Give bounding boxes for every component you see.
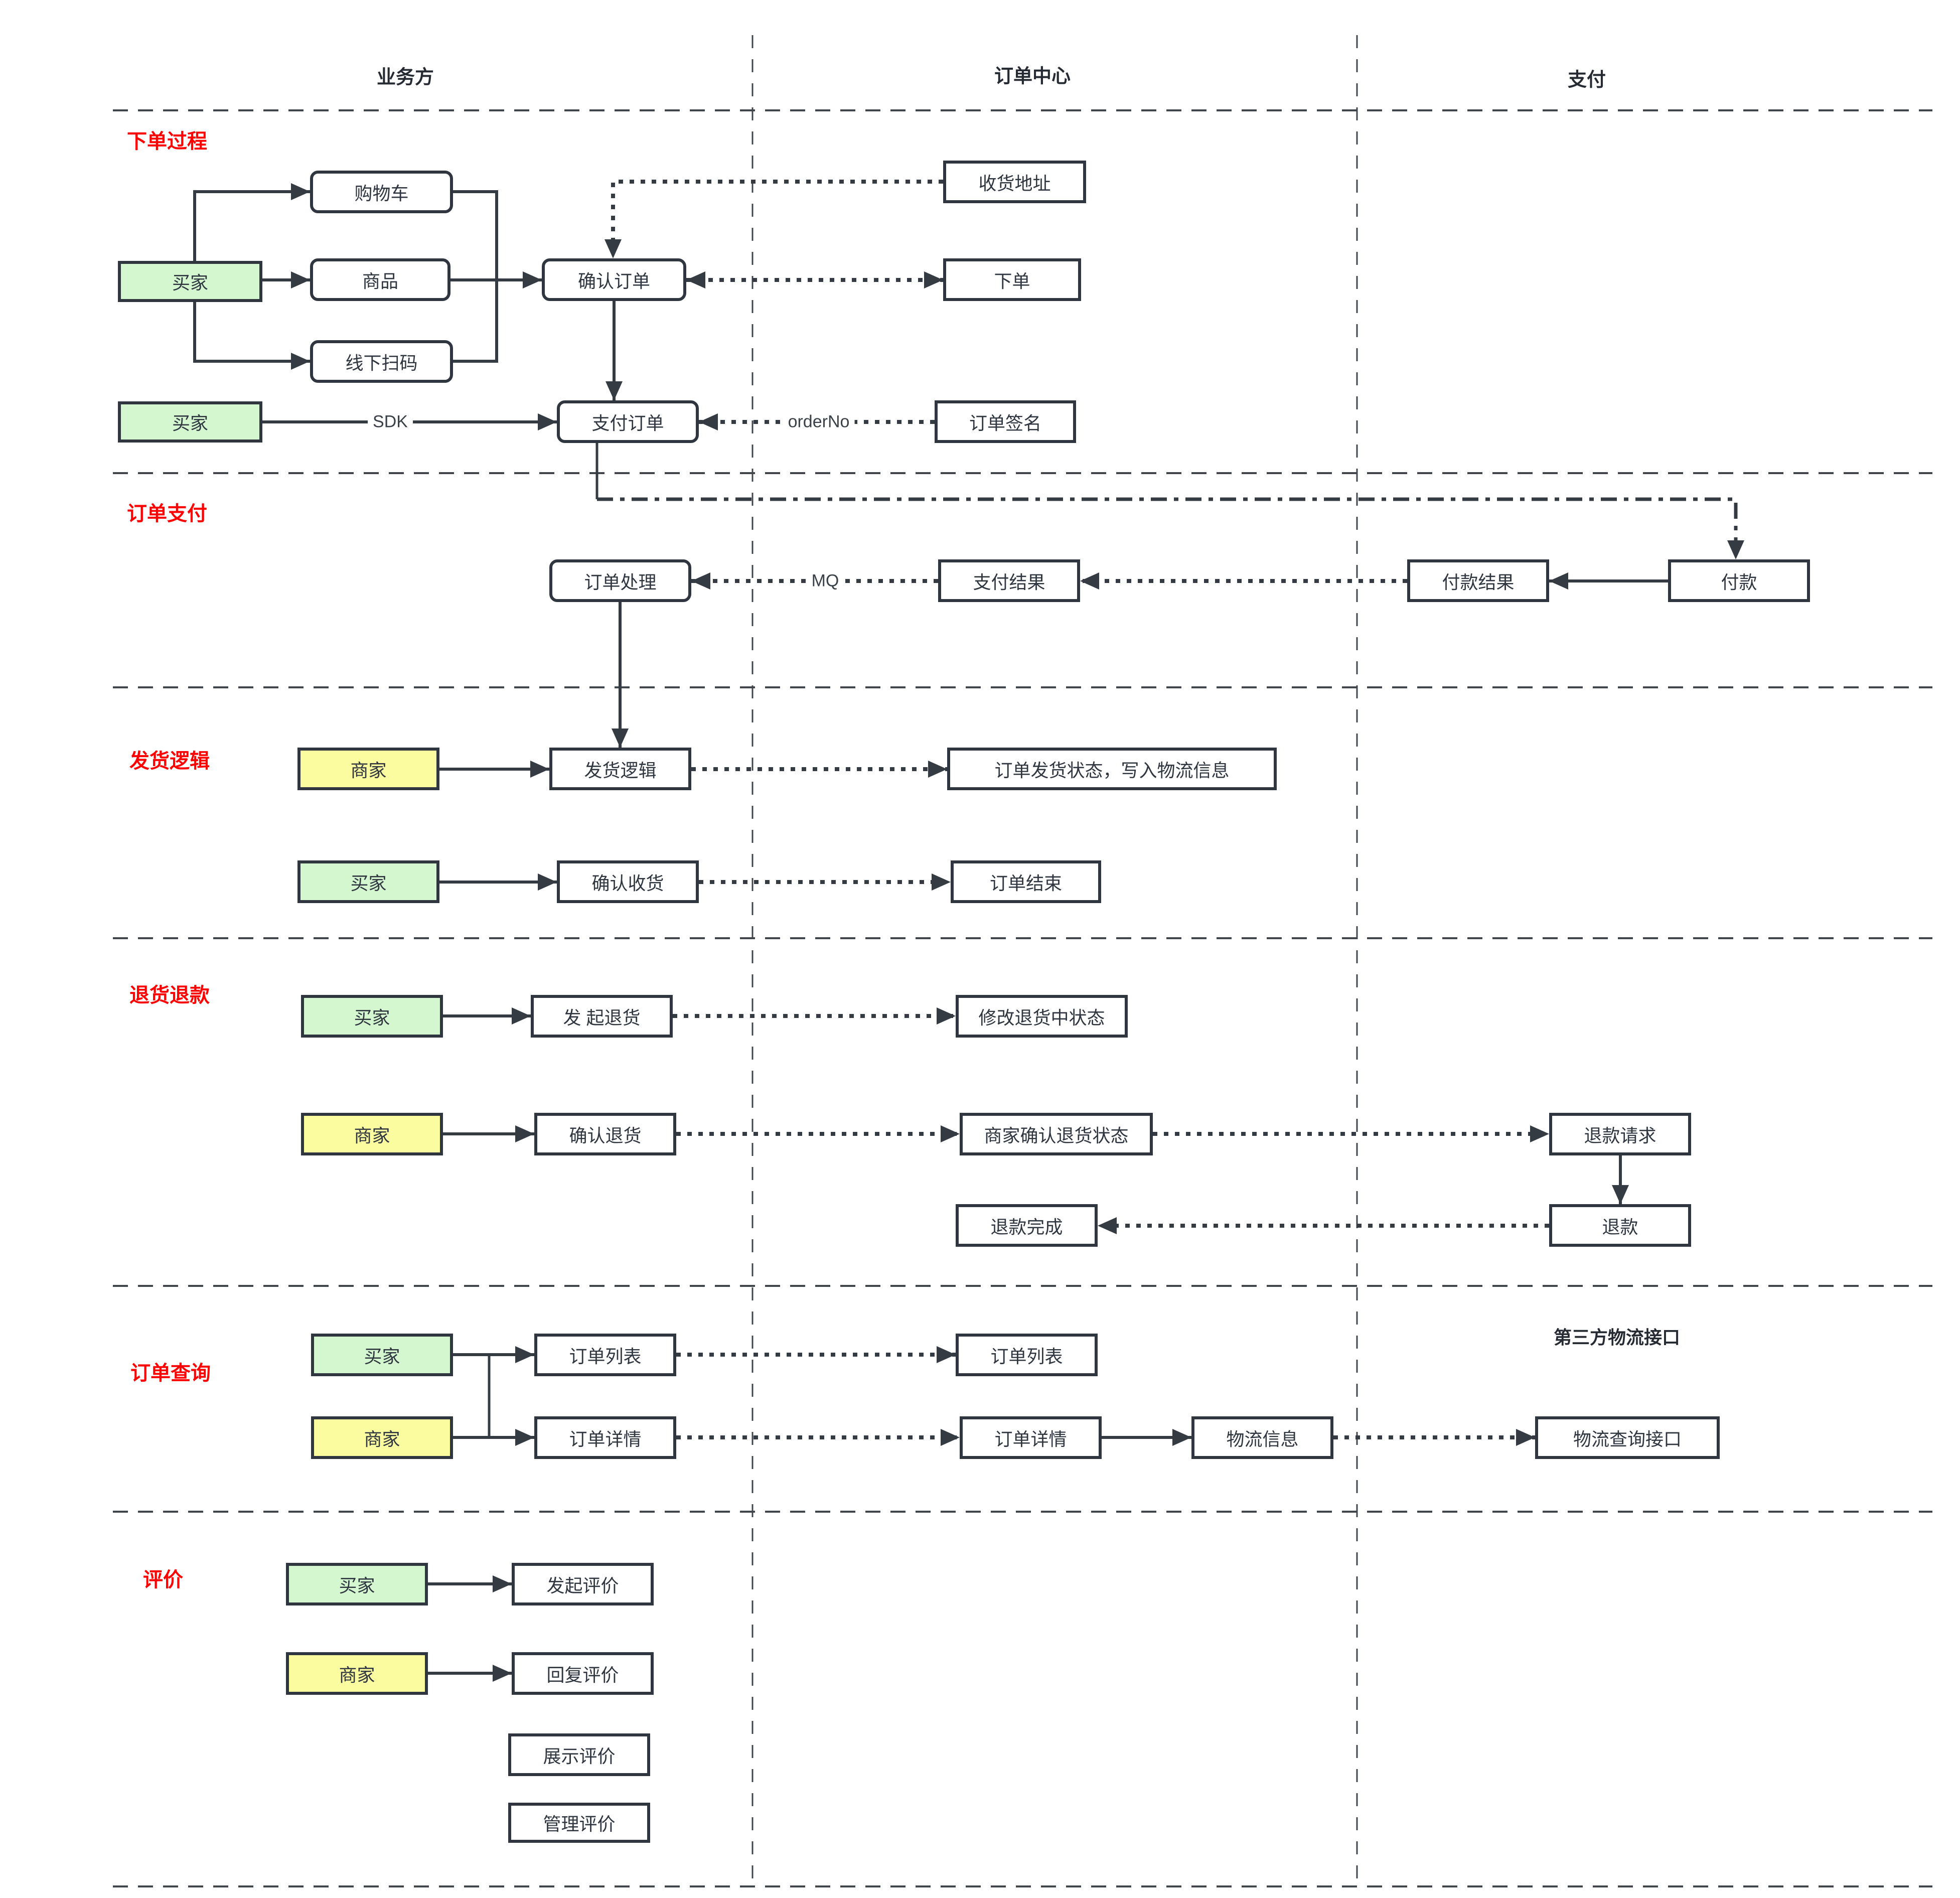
edge-buyer-to-offline-scan (193, 301, 310, 370)
node-buyer-query[interactable]: 买家 (311, 1334, 453, 1376)
node-place-order[interactable]: 下单 (943, 258, 1081, 301)
node-ship-logic[interactable]: 发货逻辑 (549, 748, 691, 790)
edge-label-sdk: SDK (368, 412, 413, 432)
node-buyer-shipping[interactable]: 买家 (297, 860, 439, 903)
node-merchant-review[interactable]: 商家 (286, 1652, 428, 1695)
node-ship-status[interactable]: 订单发货状态，写入物流信息 (947, 748, 1277, 790)
node-pay-result[interactable]: 付款结果 (1407, 559, 1549, 602)
node-buyer-2[interactable]: 买家 (118, 401, 262, 443)
edge-label-orderno: orderNo (783, 412, 855, 432)
node-goods[interactable]: 商品 (310, 258, 450, 301)
edge-sources-to-confirm-order (450, 190, 542, 363)
node-order-list[interactable]: 订单列表 (534, 1334, 676, 1376)
node-buyer-1[interactable]: 买家 (118, 261, 262, 302)
node-modify-status[interactable]: 修改退货中状态 (956, 995, 1128, 1038)
node-merchant-shipping[interactable]: 商家 (297, 748, 439, 790)
node-initiate-return[interactable]: 发 起退货 (531, 995, 673, 1038)
edge-pay-order-to-pay (597, 497, 1744, 559)
node-create-review[interactable]: 发起评价 (512, 1563, 654, 1605)
section-title-order-query: 订单查询 (130, 1362, 211, 1384)
node-pay[interactable]: 付款 (1668, 559, 1810, 602)
edge-ship-address-to-confirm-order (605, 180, 943, 258)
node-pay-result-center[interactable]: 支付结果 (938, 559, 1080, 602)
edge-buyer-to-cart (193, 183, 310, 261)
node-logistics-api[interactable]: 物流查询接口 (1535, 1416, 1720, 1459)
node-merchant-refund[interactable]: 商家 (301, 1113, 443, 1155)
node-pay-order[interactable]: 支付订单 (557, 400, 699, 443)
node-refund-done[interactable]: 退款完成 (956, 1204, 1098, 1247)
node-manage-review[interactable]: 管理评价 (508, 1803, 650, 1843)
node-ship-address[interactable]: 收货地址 (943, 161, 1086, 203)
node-offline-scan[interactable]: 线下扫码 (310, 340, 453, 383)
node-logistics-info[interactable]: 物流信息 (1191, 1416, 1333, 1459)
node-order-end[interactable]: 订单结束 (951, 860, 1101, 903)
section-title-refund: 退货退款 (129, 984, 210, 1006)
subtitle-third-party-logistics: 第三方物流接口 (1553, 1327, 1681, 1348)
node-merchant-query[interactable]: 商家 (311, 1416, 453, 1459)
lane-title-payment: 支付 (1567, 69, 1606, 91)
node-order-detail-center[interactable]: 订单详情 (960, 1416, 1102, 1459)
section-title-review: 评价 (143, 1569, 183, 1591)
edge-label-mq: MQ (806, 571, 844, 591)
node-refund-request[interactable]: 退款请求 (1549, 1113, 1691, 1155)
node-merchant-confirm-status[interactable]: 商家确认退货状态 (960, 1113, 1153, 1155)
node-refund[interactable]: 退款 (1549, 1204, 1691, 1247)
node-cart[interactable]: 购物车 (310, 171, 453, 213)
node-buyer-review[interactable]: 买家 (286, 1563, 428, 1605)
section-title-order-payment: 订单支付 (127, 503, 207, 525)
node-order-list-center[interactable]: 订单列表 (956, 1334, 1098, 1376)
lane-title-order-center: 订单中心 (994, 66, 1071, 87)
node-order-sign[interactable]: 订单签名 (935, 400, 1076, 443)
section-title-shipping: 发货逻辑 (129, 750, 210, 772)
node-buyer-refund[interactable]: 买家 (301, 995, 443, 1038)
node-confirm-return[interactable]: 确认退货 (534, 1113, 676, 1155)
lane-title-business: 业务方 (376, 67, 434, 88)
node-order-detail[interactable]: 订单详情 (534, 1416, 676, 1459)
node-show-review[interactable]: 展示评价 (508, 1733, 650, 1776)
node-confirm-receipt[interactable]: 确认收货 (557, 860, 699, 903)
node-reply-review[interactable]: 回复评价 (512, 1652, 654, 1695)
section-title-place-order: 下单过程 (127, 130, 207, 153)
node-order-process[interactable]: 订单处理 (549, 559, 691, 602)
node-confirm-order[interactable]: 确认订单 (542, 258, 686, 301)
